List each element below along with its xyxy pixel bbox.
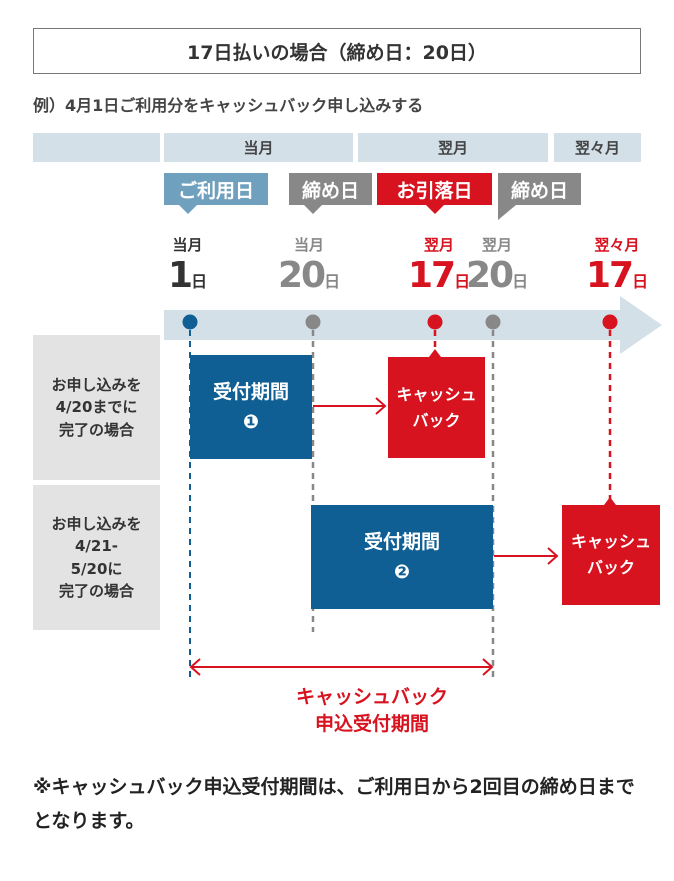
dot-close2 (485, 314, 501, 330)
timeline-bar (164, 310, 622, 340)
day-month: 翌々月 (594, 236, 640, 254)
day-number: 17 (408, 255, 456, 296)
dot-close1 (305, 314, 321, 330)
day-month: 翌月 (482, 236, 513, 254)
month-header-after-next: 翌々月 (554, 133, 641, 162)
day-unit: 日 (632, 272, 649, 291)
day-month: 翌月 (424, 236, 455, 254)
day-unit: 日 (454, 272, 471, 291)
use-tag-pointer (179, 205, 197, 214)
timeline-arrowhead (620, 296, 662, 354)
page-title: 17日払いの場合（締め日：20日） (33, 28, 641, 74)
cashback-box-2: キャッシュバック (562, 505, 660, 605)
dot-use (182, 314, 198, 330)
dot-debit2 (602, 314, 618, 330)
day-number: 20 (466, 255, 514, 296)
day-number: 17 (586, 255, 634, 296)
day-unit: 日 (191, 272, 208, 291)
cashback-box-1: キャッシュバック (388, 357, 485, 458)
tag-closing-date: 締め日 (289, 173, 372, 205)
tag-debit-date: お引落日 (377, 173, 492, 205)
day-unit: 日 (324, 272, 341, 291)
day-unit: 日 (512, 272, 529, 291)
tag-closing-date-2: 締め日 (498, 173, 581, 205)
subtitle: 例）4月1日ご利用分をキャッシュバック申し込みする (33, 96, 424, 115)
day-month: 当月 (172, 236, 203, 254)
dot-debit1 (427, 314, 443, 330)
day-month: 当月 (294, 236, 325, 254)
tag-use-date: ご利用日 (164, 173, 268, 205)
month-header-current: 当月 (164, 133, 353, 162)
footnote: ※キャッシュバック申込受付期間は、ご利用日から2回目の締め日までとなります。 (33, 776, 635, 832)
month-header-blank (33, 133, 160, 162)
day-number: 20 (278, 255, 326, 296)
range-label: キャッシュバック申込受付期間 (295, 686, 448, 735)
day-number: 1 (168, 255, 193, 296)
close-tag-pointer (304, 205, 322, 214)
close-tag-pointer-2 (498, 205, 516, 220)
month-header-next: 翌月 (358, 133, 548, 162)
debit-tag-pointer (426, 205, 444, 214)
